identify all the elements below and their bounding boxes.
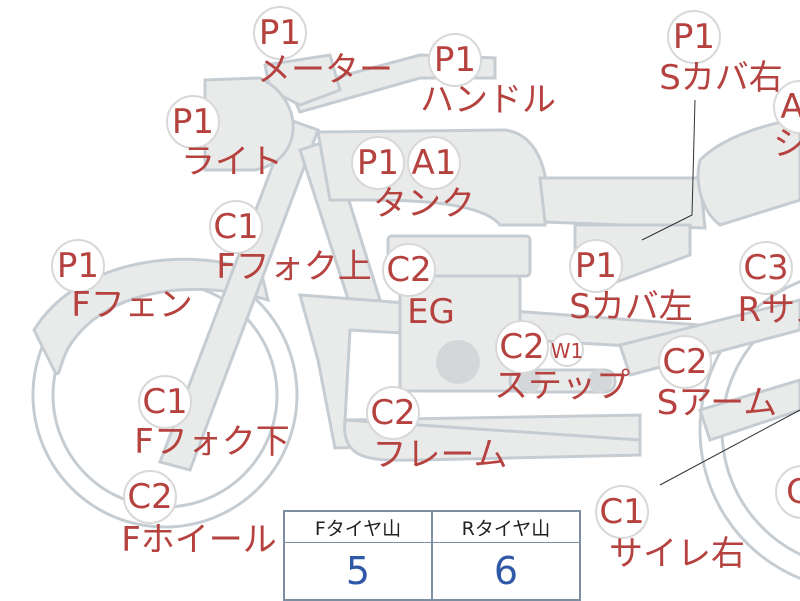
engine-label: EG (407, 292, 455, 332)
seat-cover-right-leader (641, 99, 696, 241)
tank-label: タンク (373, 184, 475, 224)
seat-grade: A (780, 87, 800, 127)
rear-wheel-grade: C (786, 472, 800, 512)
rear-wheel-shape (698, 280, 800, 580)
handle-grade: P1 (434, 40, 476, 80)
meter-grade-badge (253, 6, 307, 60)
frame-callout: C2 フレーム (366, 386, 508, 475)
headlight-shape (203, 76, 295, 172)
seat-cover-left-grade-badge (569, 239, 623, 293)
meter-label: メーター (257, 50, 393, 90)
rear-suspension-grade-badge (739, 241, 793, 295)
front-fork-shape (158, 118, 320, 472)
step-label: ステップ (494, 366, 630, 406)
front-tire-header: Fタイヤ山 (283, 510, 433, 543)
step-subgrade: W1 (551, 339, 584, 363)
rear-suspension-label: Rサス (738, 290, 800, 330)
swing-arm-callout: C2 Sアーム (657, 335, 778, 423)
engine-grade-badge (382, 243, 436, 297)
rear-wheel-grade-badge (775, 465, 800, 519)
frame-grade-badge (366, 386, 420, 440)
step-callout: C2 W1 ステップ (494, 320, 630, 406)
rear-suspension-callout: C3 Rサス (738, 241, 800, 330)
rear-tire-value: 6 (431, 542, 581, 601)
tank-callout: P1 A1 タンク (351, 136, 475, 224)
step-grade-badge (495, 320, 549, 374)
step-grade: C2 (499, 327, 544, 367)
tank-grade-badge-1 (351, 136, 405, 190)
seat-cover-left-grade: P1 (575, 246, 617, 286)
muffler-right-callout: C1 サイレ右 (595, 485, 745, 574)
swing-arm-grade: C2 (662, 342, 707, 382)
meter-callout: P1 メーター (253, 6, 393, 90)
seat-callout: A シ (773, 80, 800, 164)
tank-grade-1: P1 (357, 143, 399, 183)
seat-cover-right-label: Sカバ右 (659, 58, 783, 98)
tire-table-value-row: 5 6 (283, 542, 581, 601)
muffler-right-grade-badge (595, 485, 649, 539)
muffler-right-grade: C1 (599, 492, 644, 532)
front-fork-upper-grade-badge (209, 200, 263, 254)
seat-shape (696, 116, 800, 227)
frame-grade: C2 (370, 393, 415, 433)
motorcycle-silhouette (31, 53, 800, 580)
swing-arm-label: Sアーム (657, 383, 778, 423)
seat-cover-shape (538, 176, 707, 230)
rear-wheel-callout: C (775, 465, 800, 519)
handle-label: ハンドル (420, 80, 556, 120)
tire-table-header-row: Fタイヤ山 Rタイヤ山 (283, 510, 581, 543)
front-tire-value: 5 (283, 542, 433, 601)
front-wheel-grade: C2 (127, 477, 172, 517)
meter-grade: P1 (259, 13, 301, 53)
front-fender-label: Fフェン (71, 285, 193, 325)
tank-grade-badge-2 (407, 136, 461, 190)
front-wheel-grade-badge (123, 470, 177, 524)
front-fork-lower-grade: C1 (142, 382, 187, 422)
front-fork-lower-label: Fフォク下 (134, 422, 290, 462)
swing-arm-grade-badge (658, 335, 712, 389)
front-wheel-label: Fホイール (121, 520, 277, 560)
muffler-leader (659, 409, 800, 486)
seat-cover-right-grade: P1 (673, 17, 715, 57)
front-fork-upper-grade: C1 (213, 207, 258, 247)
seat-cover-left-callout: P1 Sカバ左 (569, 239, 693, 327)
front-fender-callout: P1 Fフェン (51, 239, 193, 325)
light-grade-badge (166, 95, 220, 149)
seat-cover-right-grade-badge (667, 10, 721, 64)
engine-grade: C2 (386, 250, 431, 290)
frame-label: フレーム (373, 435, 508, 475)
front-fender-grade: P1 (57, 246, 99, 286)
seat-cover-right-callout: P1 Sカバ右 (659, 10, 783, 98)
tire-tread-table: Fタイヤ山 Rタイヤ山 5 6 (283, 510, 581, 601)
front-fork-upper-label: Fフォク上 (216, 247, 372, 287)
seat-cover-left-label: Sカバ左 (569, 287, 693, 327)
seat-label: シ (773, 124, 800, 164)
front-wheel-callout: C2 Fホイール (121, 470, 277, 560)
front-fork-lower-callout: C1 Fフォク下 (134, 375, 290, 462)
handle-callout: P1 ハンドル (420, 33, 556, 120)
seat-grade-badge (773, 80, 800, 134)
front-fork-upper-callout: C1 Fフォク上 (209, 200, 372, 287)
front-fork-lower-grade-badge (138, 375, 192, 429)
front-fender-grade-badge (51, 239, 105, 293)
rear-tire-header: Rタイヤ山 (431, 510, 581, 543)
tank-grade-2: A1 (412, 143, 457, 183)
light-grade: P1 (172, 102, 214, 142)
step-subgrade-badge (550, 333, 584, 367)
muffler-right-label: サイレ右 (609, 534, 745, 574)
engine-callout: C2 EG (382, 243, 455, 332)
handle-grade-badge (428, 33, 482, 87)
light-callout: P1 ライト (166, 95, 283, 182)
light-label: ライト (181, 142, 283, 182)
rear-suspension-grade: C3 (743, 248, 788, 288)
